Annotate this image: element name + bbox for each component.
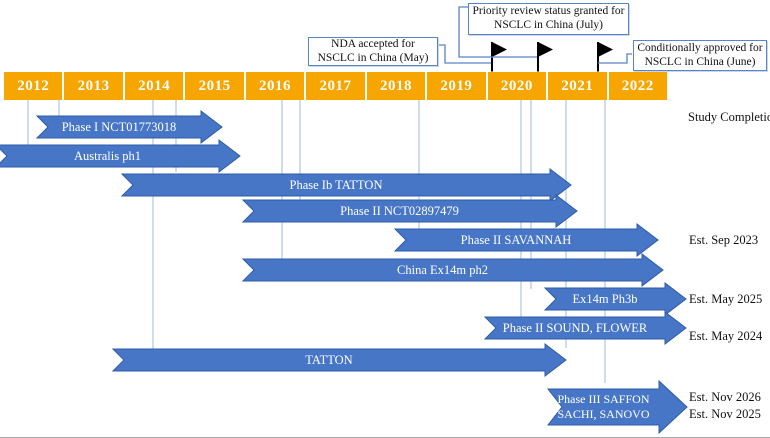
bar-label: Phase I NCT01773018 <box>62 120 177 134</box>
milestone-box-conditional-approval: Conditionally approved for NSCLC in Chin… <box>633 40 767 71</box>
gantt-bar <box>483 310 687 346</box>
year-cell-2019: 2019 <box>427 72 486 100</box>
milestone-box-nda-accepted: NDA accepted for NSCLC in China (May) <box>308 37 438 66</box>
bar-label: Phase III SAFFON <box>557 392 649 406</box>
gantt-bar <box>241 252 664 288</box>
bar-label: Phase II NCT02897479 <box>340 204 459 218</box>
bar-label: TATTON <box>305 353 352 367</box>
year-cell-2015: 2015 <box>185 72 244 100</box>
bar-label: Phase II SOUND, FLOWER <box>503 321 648 335</box>
gantt-bar <box>111 342 567 378</box>
gantt-bar <box>546 379 688 435</box>
bar-label: Australis ph1 <box>74 149 141 163</box>
milestone-text: Priority review status granted for NSCLC… <box>472 5 625 31</box>
est-date-label: Est. Sep 2023 <box>689 233 759 247</box>
gantt-bar <box>241 193 578 229</box>
year-cell-2013: 2013 <box>64 72 123 100</box>
milestone-text: NDA accepted for NSCLC in China (May) <box>317 37 429 64</box>
connector-line <box>458 6 537 58</box>
connector-line <box>598 53 632 64</box>
gantt-bar <box>35 109 223 145</box>
est-date-label: Est. May 2024 <box>689 329 763 343</box>
year-cell-2016: 2016 <box>245 72 305 100</box>
year-cell-2014: 2014 <box>124 72 184 100</box>
gantt-bar <box>0 138 241 174</box>
connector-line <box>437 44 491 64</box>
milestone-text: Conditionally approved for NSCLC in Chin… <box>637 41 763 68</box>
year-cell-2022: 2022 <box>608 72 667 100</box>
year-cell-2012: 2012 <box>4 72 63 100</box>
year-cell-2021: 2021 <box>548 72 607 100</box>
flag-icon <box>598 42 613 57</box>
est-date-label: Est. Nov 2025 <box>689 407 761 421</box>
bar-label: Phase II SAVANNAH <box>461 233 572 247</box>
year-cell-2017: 2017 <box>306 72 365 100</box>
bar-label: Phase Ib TATTON <box>290 178 383 192</box>
est-date-label: Est. Nov 2026 <box>689 390 761 404</box>
year-cell-2018: 2018 <box>366 72 426 100</box>
milestone-box-priority-review: Priority review status granted for NSCLC… <box>468 3 629 35</box>
est-date-label: Est. May 2025 <box>689 292 763 306</box>
bar-label: Ex14m Ph3b <box>573 292 638 306</box>
flag-icon <box>492 42 507 57</box>
study-completion-label: Study Completion <box>688 110 770 124</box>
bar-label: China Ex14m ph2 <box>397 263 488 277</box>
year-cell-2020: 2020 <box>487 72 547 100</box>
gantt-bar <box>393 222 659 258</box>
flag-icon <box>538 42 553 57</box>
bar-label: SACHI, SANOVO <box>557 407 649 421</box>
